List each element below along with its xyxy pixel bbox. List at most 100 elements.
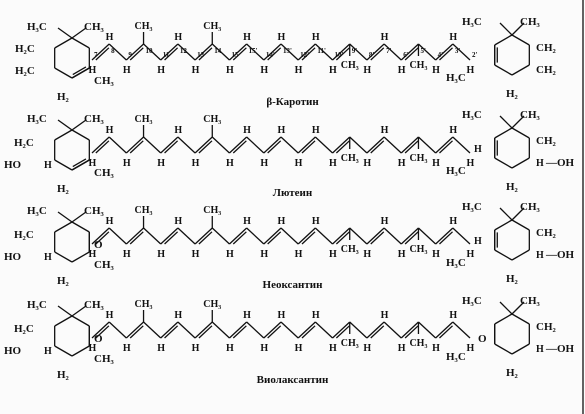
hydrogen-label: H [432,158,440,169]
double-bond [232,47,247,61]
hydrogen-label: H [474,236,482,247]
bond [349,43,368,61]
methylene-label: CH₂ [536,64,557,76]
hydrogen-label: H [260,158,268,169]
methyl-label: H₃C [462,109,482,121]
hydrogen-label: H [278,310,286,321]
ring-bond [71,221,90,233]
methylene-label: H₂C [14,137,34,149]
hydrogen-label: H [174,125,182,136]
double-bond [267,231,282,245]
bond [160,321,179,339]
bond [229,43,248,61]
hydrogen-label: H [278,125,286,136]
carbon-number: 9 [128,51,132,59]
bond [160,136,179,154]
bond [452,227,471,245]
ring-bond [494,64,513,76]
bond [143,227,162,245]
carbon-number: 7 [94,51,98,59]
hydrogen-label: H [295,249,303,260]
methylene-label: H₂C [14,323,34,335]
hydrogen-label: H [89,158,97,169]
methyl-label: CH₃ [94,259,115,271]
hydrogen-label: H [260,65,268,76]
hydrogen-label: H [89,343,97,354]
caption-beta-carotene: β-Каротин [266,96,319,108]
double-bond [129,47,144,61]
bond [435,321,454,339]
hydrogen-label: H [449,125,457,136]
hydrogen-label: H [381,310,389,321]
double-bond [267,325,282,339]
methyl-label: CH₃ [84,299,105,311]
methyl-label: CH₃ [520,16,541,28]
bond [246,227,265,245]
carbon-number: 3' [455,47,461,55]
bond [349,136,368,154]
ring-bond [511,34,530,46]
hydrogen-label: H [312,125,320,136]
methyl-bond [499,115,513,129]
hydrogen-label: H [398,65,406,76]
ring-bond [54,67,73,79]
double-bond [198,47,213,61]
hydrogen-label: H [192,249,200,260]
ring-bond [494,249,513,261]
methyl-label: CH₃ [135,299,153,310]
ring-bond [494,34,513,46]
epoxide-oxygen-label: O [94,333,103,345]
methyl-bond [511,301,525,315]
bond [452,321,471,339]
bond [332,43,351,61]
methylene-label: H₂C [15,43,35,55]
hydrogen-label: H [474,144,482,155]
bond [400,136,419,154]
ring-bond [71,251,90,263]
methyl-label: CH₃ [520,109,541,121]
double-bond [95,325,110,339]
methyl-label: CH₃ [84,21,105,33]
carbon-number: 12' [300,51,309,59]
hydrogen-label: H [295,65,303,76]
bond [177,43,196,61]
carbon-number: 14 [214,47,222,55]
double-bond [232,325,247,339]
methyl-label: H₃C [446,257,466,269]
ring-bond [71,129,90,141]
bond [383,136,402,154]
bond [263,43,282,61]
bond [297,43,316,61]
bond [418,136,437,154]
hydrogen-label: H [243,310,251,321]
carbon-number: 5' [420,47,426,55]
hydrogen-label: H [243,125,251,136]
methylene-label: H₂ [506,88,519,100]
hydrogen-label: H [381,216,389,227]
methyl-label: CH₃ [203,21,221,32]
hydrogen-label: H [174,216,182,227]
methyl-label: CH₃ [341,153,359,164]
bond [108,321,127,339]
bond [314,321,333,339]
methyl-bond [57,119,73,131]
methyl-bond [71,119,87,131]
bond [194,321,213,339]
ring-bond [54,221,73,233]
double-bond [232,231,247,245]
bond [366,227,385,245]
methyl-label: CH₃ [341,338,359,349]
double-bond [404,47,419,61]
methyl-label: H₃C [446,72,466,84]
double-bond [404,231,419,245]
double-bond [164,47,179,61]
bond [160,227,179,245]
methyl-bond [57,211,73,223]
bond [452,136,471,154]
methylene-label: H₂ [506,181,519,193]
ring-bond [54,315,73,327]
hydrogen-label: H [123,65,131,76]
hydrogen-label: H [157,343,165,354]
hydrogen-label: H [312,310,320,321]
